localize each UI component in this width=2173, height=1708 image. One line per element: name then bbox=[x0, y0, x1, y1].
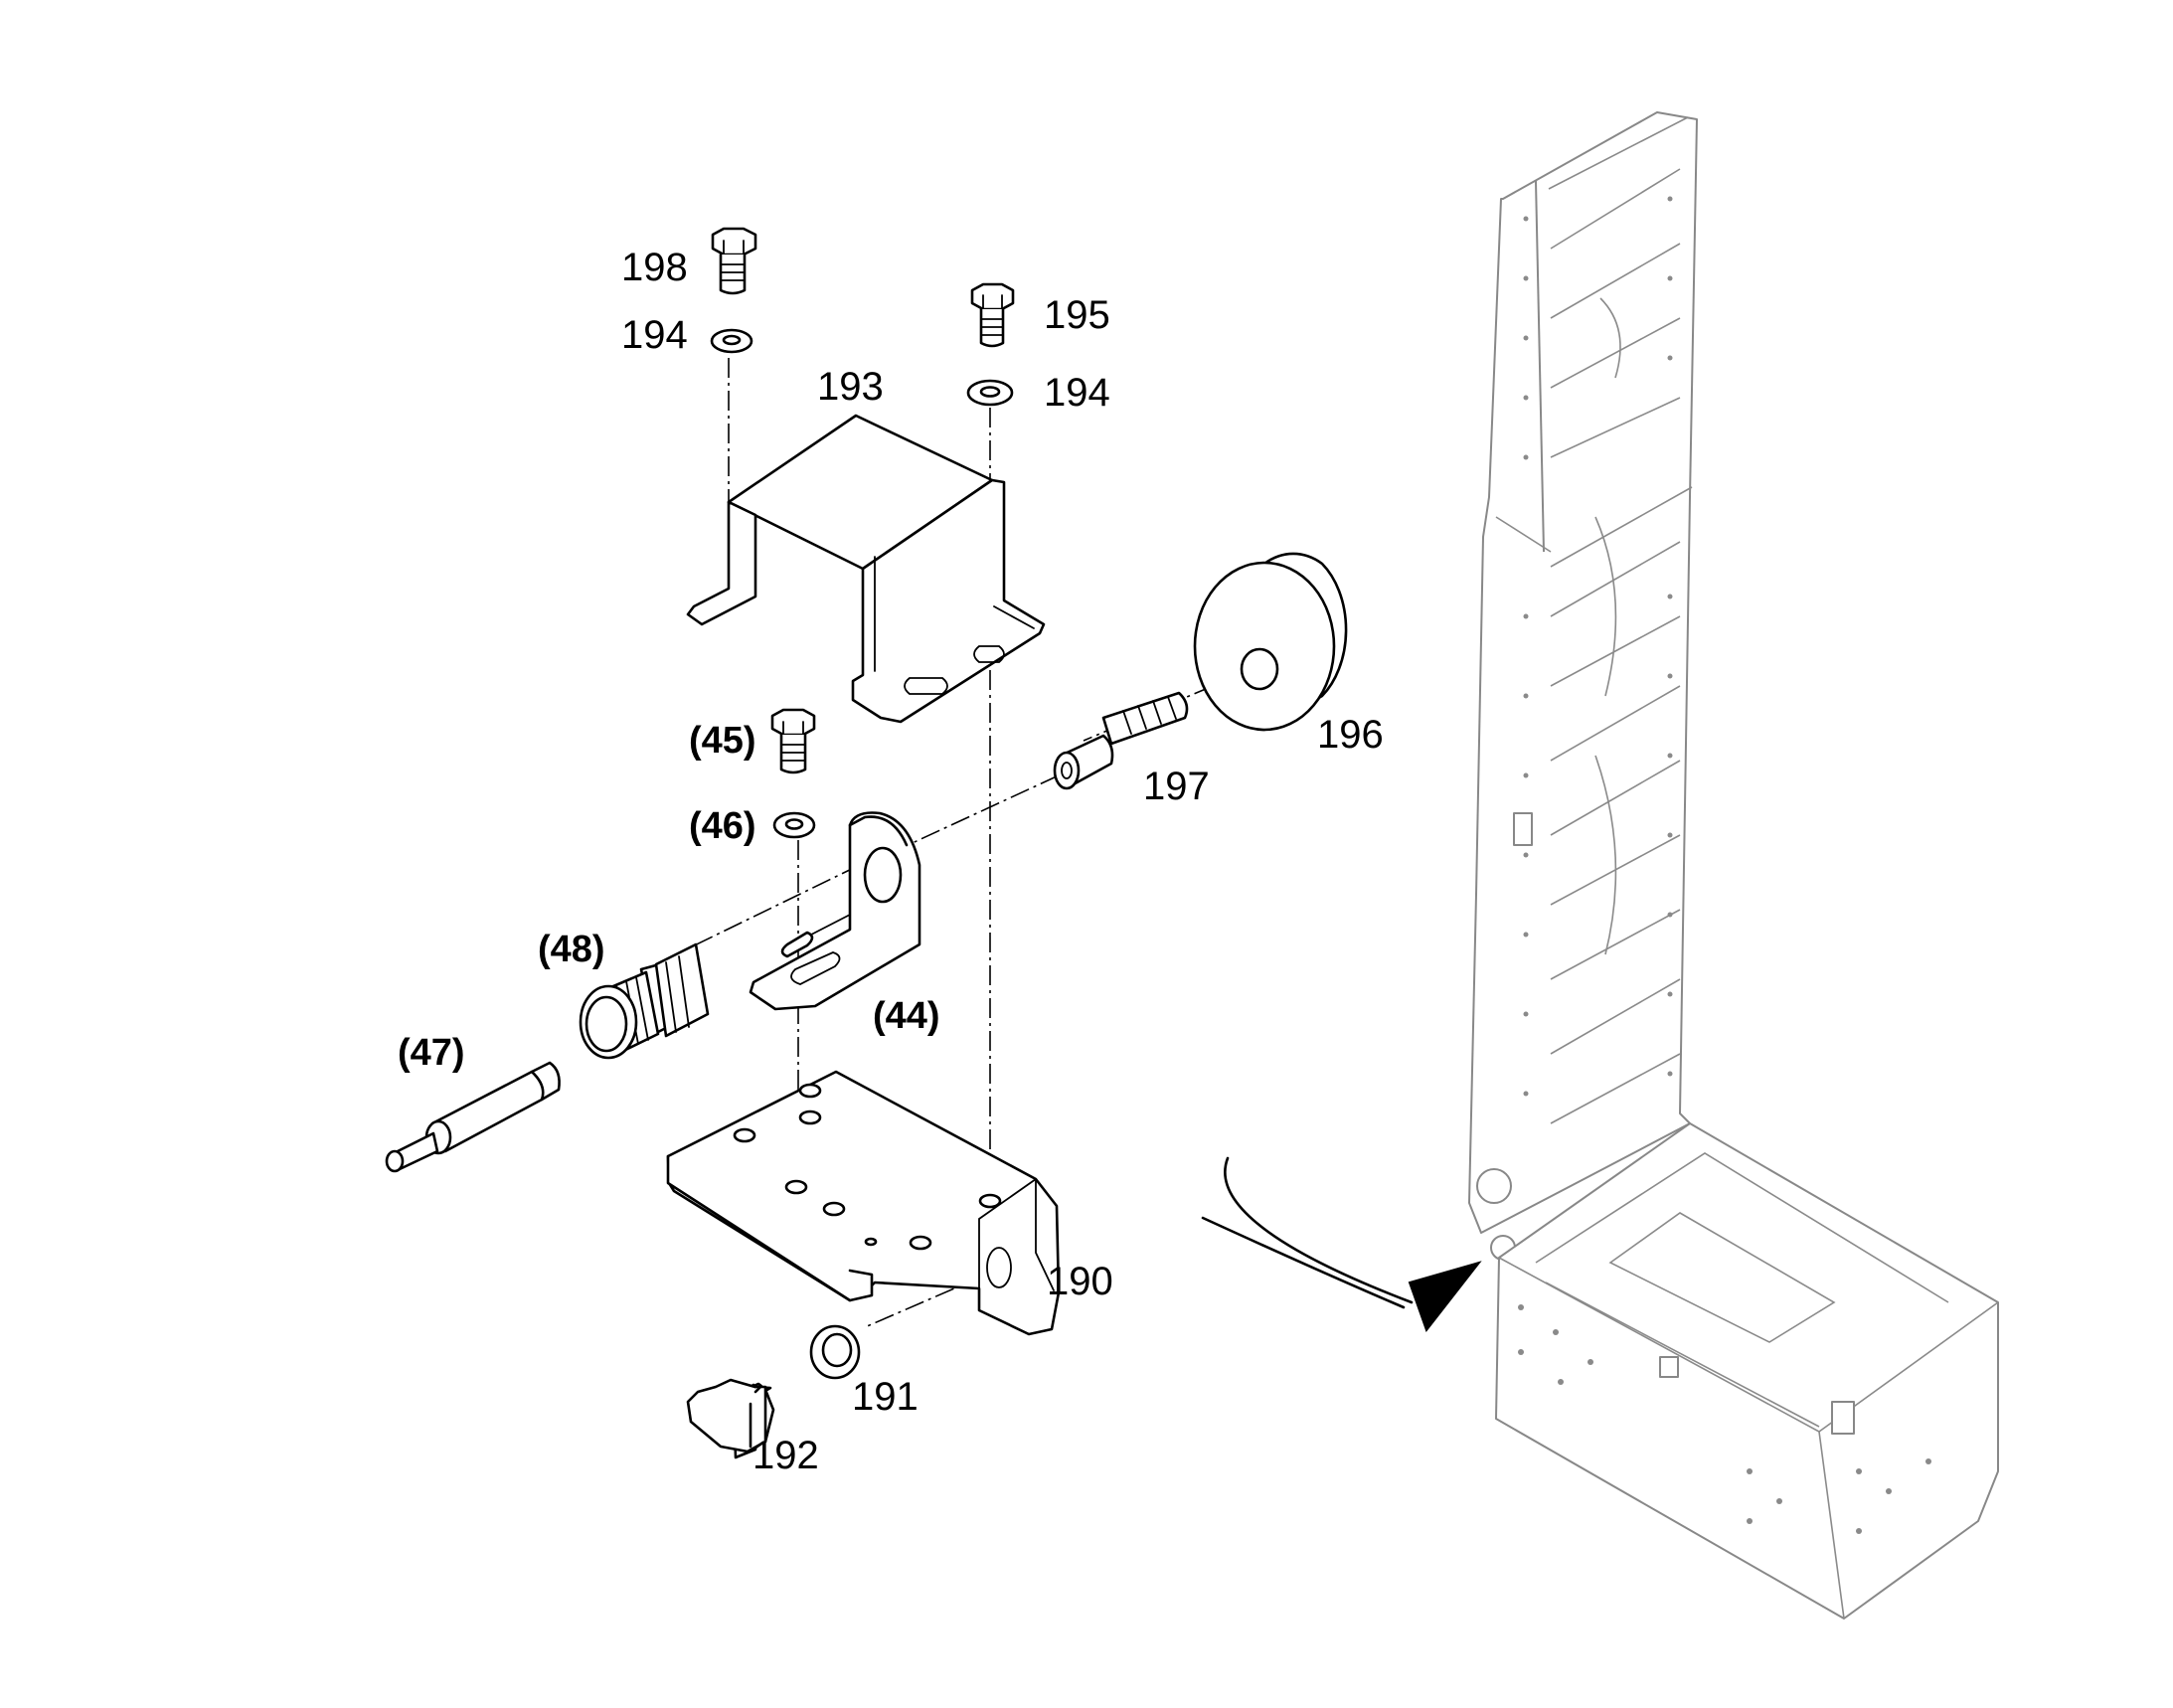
label-190: 190 bbox=[1047, 1260, 1113, 1303]
bolt-198 bbox=[711, 227, 757, 295]
washer-194-right bbox=[966, 379, 1014, 407]
bushing-191 bbox=[809, 1324, 861, 1380]
washer-194-left bbox=[710, 328, 753, 354]
bolt-192 bbox=[686, 1378, 775, 1459]
shoulder-bolt-197 bbox=[1053, 691, 1189, 790]
roller-196 bbox=[1193, 552, 1348, 732]
label-47: (47) bbox=[398, 1032, 465, 1074]
label-44: (44) bbox=[873, 995, 940, 1037]
label-198: 198 bbox=[621, 246, 688, 289]
label-194-left: 194 bbox=[621, 313, 688, 357]
label-192: 192 bbox=[752, 1434, 819, 1477]
label-194-right: 194 bbox=[1044, 371, 1110, 415]
bolt-45 bbox=[770, 708, 816, 774]
pin-47 bbox=[385, 1061, 561, 1173]
label-191: 191 bbox=[852, 1375, 919, 1419]
label-196: 196 bbox=[1317, 713, 1384, 757]
label-195: 195 bbox=[1044, 293, 1110, 337]
cover-bracket-193 bbox=[686, 414, 1046, 724]
label-46: (46) bbox=[689, 805, 756, 847]
detail-callout-arrow bbox=[1201, 1156, 1482, 1333]
label-45: (45) bbox=[689, 720, 756, 762]
machine-overview bbox=[1468, 111, 1999, 1620]
frame-rivets bbox=[1523, 196, 1673, 1097]
bolt-195 bbox=[970, 282, 1015, 348]
label-193: 193 bbox=[817, 365, 884, 409]
l-bracket-44 bbox=[749, 811, 921, 1011]
base-plate-190 bbox=[666, 1070, 1061, 1336]
washer-46 bbox=[772, 811, 816, 839]
label-197: 197 bbox=[1143, 765, 1210, 808]
label-48: (48) bbox=[538, 929, 605, 970]
frame-slats bbox=[1550, 168, 1681, 1124]
box-details bbox=[1518, 1304, 1931, 1534]
part-labels: 198 194 195 194 193 196 197 (45) (46) (4… bbox=[398, 246, 1384, 1477]
fitting-48 bbox=[579, 942, 710, 1060]
